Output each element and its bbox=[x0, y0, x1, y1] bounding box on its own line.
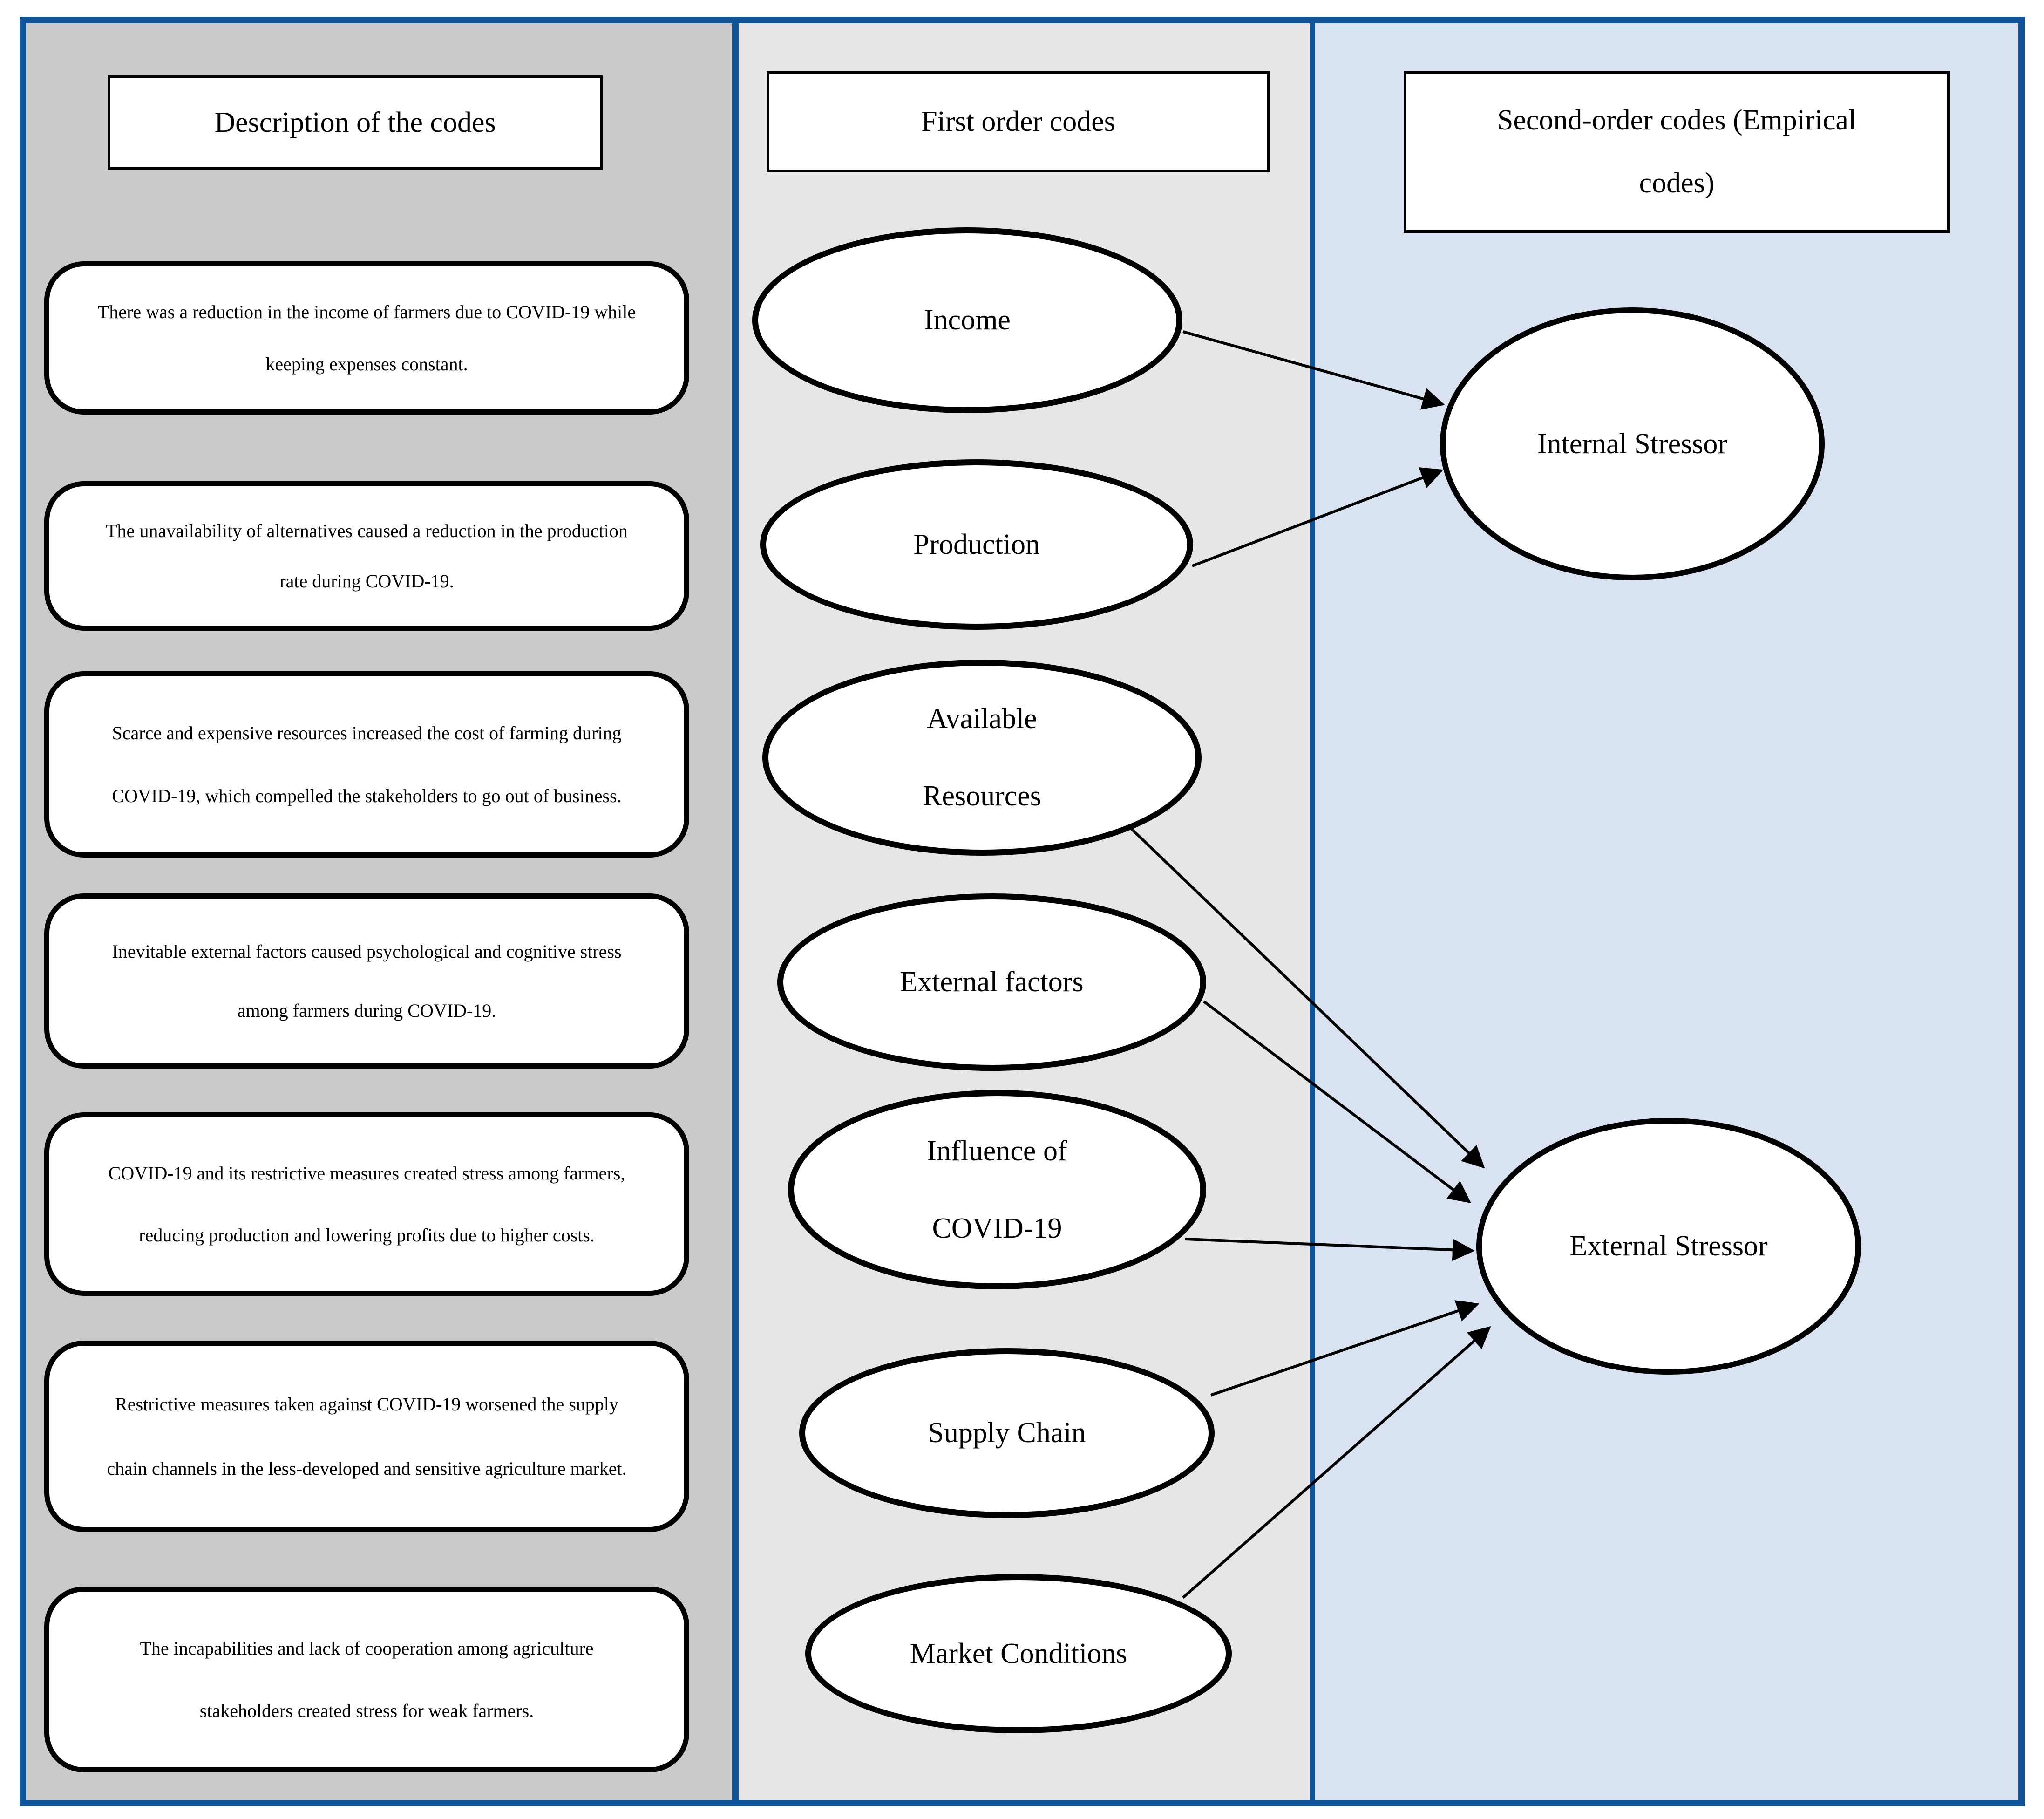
header-second-order-codes: Second-order codes (Empirical codes) bbox=[1404, 71, 1950, 233]
node-label: Available bbox=[927, 703, 1037, 735]
column-divider-left bbox=[732, 23, 739, 1800]
node-market-conditions: Market Conditions bbox=[805, 1574, 1232, 1733]
description-box-available-resources: Scarce and expensive resources increased… bbox=[44, 671, 689, 858]
description-box-supply-chain: Restrictive measures taken against COVID… bbox=[44, 1341, 689, 1532]
header-label: Description of the codes bbox=[214, 107, 496, 138]
description-text-line1: The incapabilities and lack of cooperati… bbox=[140, 1637, 594, 1659]
description-text-line2: stakeholders created stress for weak far… bbox=[199, 1700, 534, 1722]
description-text-line1: Scarce and expensive resources increased… bbox=[112, 722, 622, 743]
node-label: Market Conditions bbox=[910, 1637, 1127, 1669]
node-label-line2: Resources bbox=[923, 780, 1041, 812]
description-text-line2: among farmers during COVID-19. bbox=[237, 1000, 496, 1021]
node-label: External factors bbox=[900, 966, 1084, 998]
second-order-column-background bbox=[1315, 23, 2018, 1800]
description-box-external-factors: Inevitable external factors caused psych… bbox=[44, 893, 689, 1069]
description-text-line2: rate during COVID-19. bbox=[279, 571, 454, 592]
description-text-line2: COVID-19, which compelled the stakeholde… bbox=[112, 785, 622, 806]
node-label: Internal Stressor bbox=[1537, 428, 1728, 460]
description-text-line1: There was a reduction in the income of f… bbox=[97, 301, 636, 323]
node-internal-stressor: Internal Stressor bbox=[1440, 307, 1825, 580]
description-box-income: There was a reduction in the income of f… bbox=[44, 261, 689, 415]
node-label-line2: COVID-19 bbox=[932, 1212, 1062, 1244]
node-available-resources: Available Resources bbox=[762, 660, 1202, 856]
node-label: Income bbox=[924, 304, 1011, 336]
header-first-order-codes: First order codes bbox=[767, 71, 1270, 172]
description-text-line2: chain channels in the less-developed and… bbox=[107, 1458, 627, 1479]
node-external-factors: External factors bbox=[777, 893, 1206, 1071]
description-text-line1: Restrictive measures taken against COVID… bbox=[115, 1393, 618, 1415]
node-label: External Stressor bbox=[1569, 1230, 1768, 1262]
header-description-of-codes: Description of the codes bbox=[108, 75, 603, 170]
description-box-market-conditions: The incapabilities and lack of cooperati… bbox=[44, 1587, 689, 1772]
node-label: Supply Chain bbox=[928, 1417, 1086, 1449]
header-label-line1: Second-order codes (Empirical bbox=[1497, 104, 1857, 136]
header-label: First order codes bbox=[921, 106, 1115, 137]
description-box-production: The unavailability of alternatives cause… bbox=[44, 481, 689, 631]
description-text-line1: Inevitable external factors caused psych… bbox=[112, 941, 622, 962]
node-production: Production bbox=[760, 459, 1193, 630]
header-label-line2: codes) bbox=[1639, 167, 1715, 199]
description-text-line2: keeping expenses constant. bbox=[265, 353, 468, 375]
column-divider-right bbox=[1310, 23, 1315, 1800]
description-text-line2: reducing production and lowering profits… bbox=[139, 1225, 595, 1246]
description-text-line1: The unavailability of alternatives cause… bbox=[106, 520, 628, 541]
node-label: Influence of bbox=[927, 1135, 1067, 1167]
description-text-line1: COVID-19 and its restrictive measures cr… bbox=[108, 1163, 625, 1184]
node-external-stressor: External Stressor bbox=[1476, 1118, 1861, 1375]
node-influence-of-covid-19: Influence of COVID-19 bbox=[788, 1090, 1206, 1289]
description-box-influence-covid: COVID-19 and its restrictive measures cr… bbox=[44, 1112, 689, 1296]
node-supply-chain: Supply Chain bbox=[799, 1348, 1215, 1518]
node-label: Production bbox=[913, 528, 1040, 560]
node-income: Income bbox=[752, 227, 1182, 413]
